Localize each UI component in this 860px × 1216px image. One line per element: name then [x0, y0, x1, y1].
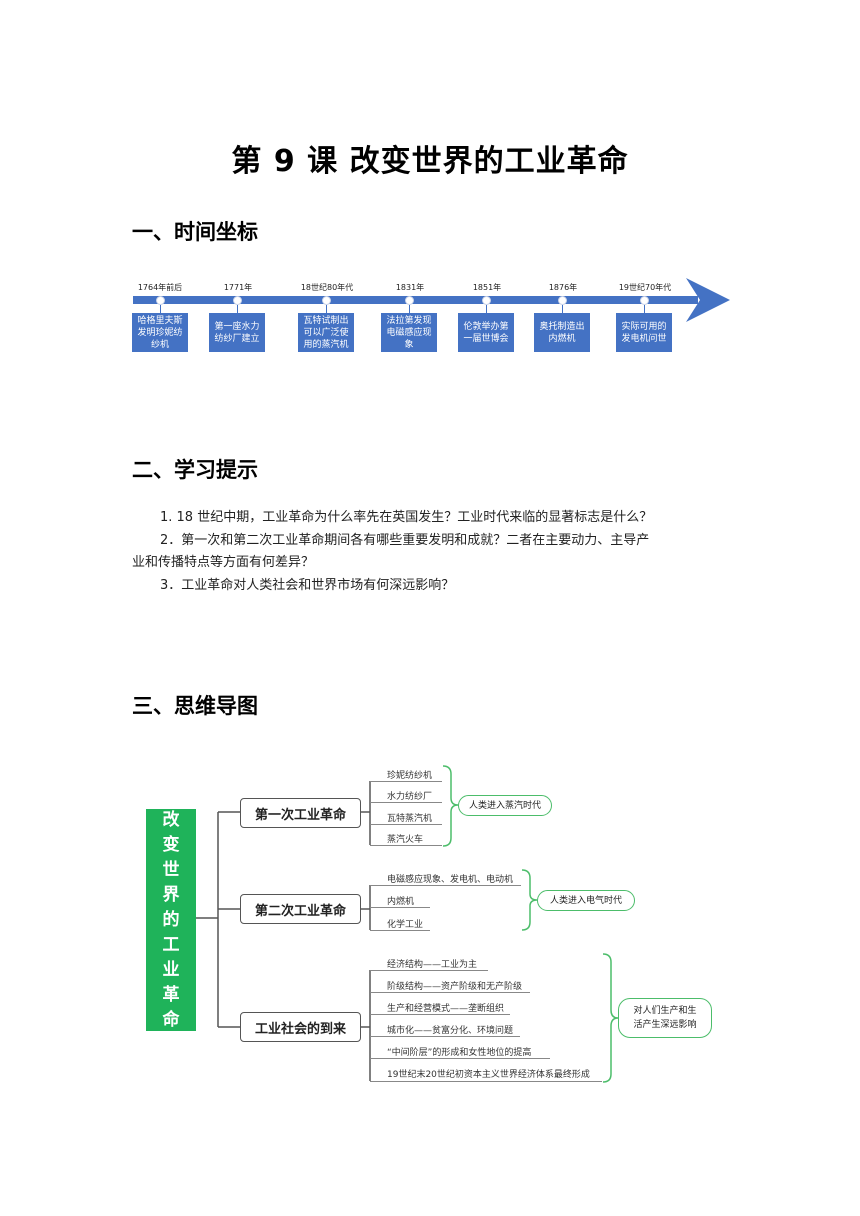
- timeline-dot: [482, 296, 491, 305]
- mindmap-leaf: 城市化——贫富分化、环境问题: [387, 1026, 514, 1036]
- mindmap-leaf: 阶级结构——资产阶级和无产阶级: [387, 982, 523, 992]
- mindmap-result-label: 对人们生产和生活产生深远影响: [633, 1006, 697, 1030]
- mindmap-root-label: 改变世界的工业革命: [162, 809, 180, 1030]
- section-heading-hints: 二、学习提示: [132, 458, 258, 482]
- mindmap-result: 人类进入电气时代: [537, 890, 635, 911]
- mindmap-branch-industrial-society: 工业社会的到来: [240, 1012, 361, 1042]
- mindmap-branch-second-industrial-revolution: 第二次工业革命: [240, 894, 361, 924]
- mindmap-leaf: 珍妮纺纱机: [387, 771, 433, 781]
- timeline-dot: [405, 296, 414, 305]
- timeline-dot: [156, 296, 165, 305]
- mindmap-leaf-underline: [370, 1036, 520, 1037]
- mindmap-leaf-underline: [370, 1081, 602, 1082]
- mindmap-leaf-underline: [370, 930, 430, 931]
- mindmap-leaf-underline: [370, 802, 442, 803]
- mindmap-leaf-underline: [370, 824, 442, 825]
- mindmap-leaf-underline: [370, 907, 430, 908]
- timeline-event: 伦敦举办第一届世博会: [458, 313, 514, 352]
- timeline-connector: [486, 305, 487, 313]
- mindmap-leaf-underline: [370, 992, 530, 993]
- mindmap-leaf: 经济结构——工业为主: [387, 960, 478, 970]
- timeline-event: 第一座水力纺纱厂建立: [209, 313, 265, 352]
- timeline-connector: [326, 305, 327, 313]
- mindmap-result: 人类进入蒸汽时代: [458, 795, 552, 816]
- timeline: 1764年前后 1771年 18世纪80年代 1831年 1851年 1876年…: [0, 0, 860, 360]
- timeline-year: 1764年前后: [137, 283, 183, 292]
- mindmap-leaf-underline: [370, 885, 521, 886]
- timeline-event: 法拉第发现电磁感应现象: [381, 313, 437, 352]
- mindmap-leaf: 电磁感应现象、发电机、电动机: [387, 875, 514, 885]
- timeline-event: 哈格里夫斯发明珍妮纺纱机: [132, 313, 188, 352]
- hint-item: 3．工业革命对人类社会和世界市场有何深远影响？: [160, 578, 455, 593]
- mindmap-root: 改变世界的工业革命: [146, 809, 196, 1031]
- page-title: 第 9 课 改变世界的工业革命: [231, 144, 629, 179]
- timeline-connector: [409, 305, 410, 313]
- hint-item: 1. 18 世纪中期，工业革命为什么率先在英国发生？工业时代来临的显著标志是什么…: [160, 510, 653, 525]
- hint-item-continued: 业和传播特点等方面有何差异？: [132, 555, 315, 570]
- timeline-event: 奥托制造出内燃机: [534, 313, 590, 352]
- timeline-year: 1771年: [223, 283, 253, 292]
- mindmap-leaf-underline: [370, 1058, 550, 1059]
- hint-item: 2．第一次和第二次工业革命期间各有哪些重要发明和成就？二者在主要动力、主导产: [160, 533, 650, 548]
- mindmap-leaf: “中间阶层”的形成和女性地位的提高: [387, 1048, 532, 1058]
- mindmap-leaf-underline: [370, 781, 442, 782]
- timeline-arrow: [133, 278, 730, 322]
- mindmap-leaf-underline: [370, 1014, 510, 1015]
- section-heading-mindmap: 三、思维导图: [132, 694, 258, 718]
- timeline-dot: [640, 296, 649, 305]
- mindmap-leaf: 内燃机: [387, 897, 415, 907]
- mindmap-leaf: 19世纪末20世纪初资本主义世界经济体系最终形成: [387, 1070, 590, 1080]
- timeline-connector: [644, 305, 645, 313]
- timeline-dot: [322, 296, 331, 305]
- timeline-connector: [160, 305, 161, 313]
- mindmap-leaf: 生产和经营模式——垄断组织: [387, 1004, 505, 1014]
- section-heading-timeline: 一、时间坐标: [132, 220, 258, 244]
- timeline-dot: [233, 296, 242, 305]
- timeline-year: 1831年: [395, 283, 425, 292]
- timeline-dot: [558, 296, 567, 305]
- mindmap-leaf: 蒸汽火车: [387, 835, 424, 845]
- mindmap-result: 对人们生产和生活产生深远影响: [618, 998, 712, 1038]
- timeline-year: 1876年: [548, 283, 578, 292]
- timeline-year: 18世纪80年代: [300, 283, 354, 292]
- timeline-event: 瓦特试制出可以广泛使用的蒸汽机: [298, 313, 354, 352]
- timeline-event: 实际可用的发电机问世: [616, 313, 672, 352]
- mindmap-leaf-underline: [370, 970, 488, 971]
- mindmap-leaf: 水力纺纱厂: [387, 792, 433, 802]
- mindmap-leaf-underline: [370, 845, 442, 846]
- timeline-year: 19世纪70年代: [618, 283, 672, 292]
- mindmap-leaf: 化学工业: [387, 920, 424, 930]
- mindmap-branch-first-industrial-revolution: 第一次工业革命: [240, 798, 361, 828]
- timeline-year: 1851年: [472, 283, 502, 292]
- timeline-connector: [562, 305, 563, 313]
- mindmap-leaf: 瓦特蒸汽机: [387, 814, 433, 824]
- timeline-connector: [237, 305, 238, 313]
